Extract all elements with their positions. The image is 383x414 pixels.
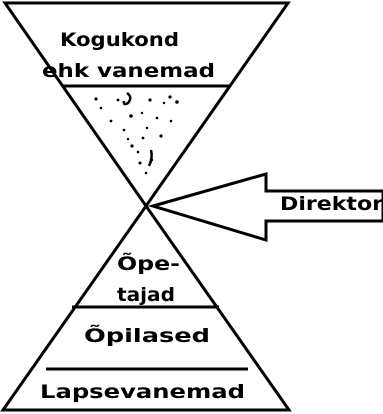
direktor-arrow [147, 172, 383, 243]
sand-speckles [94, 91, 179, 175]
top-label-line1: Kogukond [60, 29, 179, 51]
teachers-label-line1: Õpe- [117, 251, 180, 275]
top-label-line2: ehk vanemad [42, 60, 215, 82]
bottom-label: Lapsevanemad [40, 381, 245, 403]
teachers-label-line2: tajad [117, 284, 175, 306]
students-label: Õpilased [84, 323, 210, 347]
arrow-label: Direktor [280, 193, 383, 215]
top-inverted-triangle [2, 1, 291, 209]
